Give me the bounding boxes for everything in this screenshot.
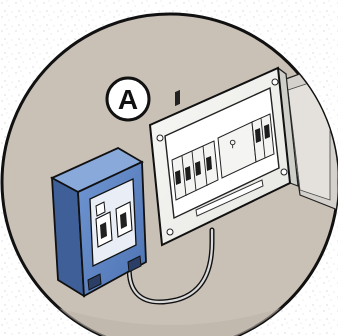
- step-badge: A: [107, 78, 149, 120]
- step-badge-label: A: [118, 84, 138, 115]
- rcd-symbol-icon: ⚲: [229, 139, 236, 150]
- screw-icon: [157, 135, 163, 141]
- screw-icon: [167, 229, 173, 235]
- breaker-toggle: [175, 90, 180, 106]
- screw-icon: [281, 169, 287, 175]
- screw-icon: [272, 79, 278, 85]
